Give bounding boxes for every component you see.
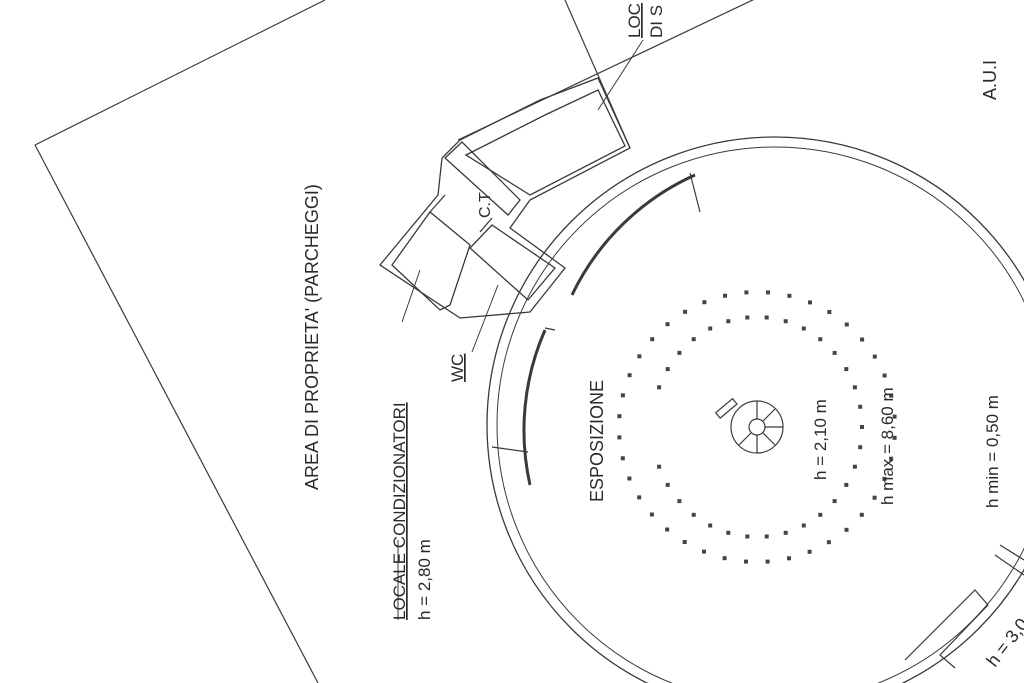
column-marker xyxy=(665,482,670,487)
column-marker xyxy=(872,495,877,500)
spiral-staircase-icon xyxy=(714,397,784,454)
column-marker xyxy=(844,482,849,487)
column-marker xyxy=(826,540,831,545)
exhibition-hall-walls xyxy=(486,136,1024,683)
column-marker xyxy=(859,512,864,517)
column-marker xyxy=(649,512,654,517)
column-marker xyxy=(723,293,727,298)
column-marker xyxy=(691,337,696,342)
loc-top-label: LOC xyxy=(625,3,644,38)
column-marker xyxy=(783,319,788,324)
locale-condizionatori-label: LOCALE CONDIZIONATORI xyxy=(390,402,409,620)
column-marker xyxy=(637,354,642,359)
di-s-top-label: DI S xyxy=(647,5,666,38)
column-marker xyxy=(745,315,750,320)
column-marker xyxy=(683,309,688,314)
column-marker xyxy=(892,414,897,419)
column-marker xyxy=(860,337,865,342)
aui-label: A.U.I xyxy=(980,60,1000,100)
column-marker xyxy=(665,367,670,372)
column-marker xyxy=(702,549,706,554)
column-marker xyxy=(827,310,832,314)
column-marker xyxy=(892,435,897,440)
column-marker xyxy=(818,512,823,517)
column-marker xyxy=(852,385,857,390)
max-height-label: h max = 8,60 m xyxy=(878,387,897,505)
column-marker xyxy=(764,534,769,539)
column-marker xyxy=(745,534,750,539)
column-marker xyxy=(844,527,849,532)
column-marker xyxy=(852,464,857,469)
esposizione-label: ESPOSIZIONE xyxy=(587,380,607,502)
column-marker xyxy=(650,337,655,342)
column-marker xyxy=(808,300,812,305)
column-marker xyxy=(844,322,849,327)
corner-height-label: h = 3,0 xyxy=(982,614,1024,670)
column-marker xyxy=(682,540,687,544)
label-leaders xyxy=(397,39,644,620)
column-marker xyxy=(882,373,887,378)
column-marker xyxy=(787,293,792,298)
column-marker xyxy=(787,556,791,561)
column-marker xyxy=(627,476,632,481)
column-marker xyxy=(691,512,696,517)
column-marker xyxy=(726,530,731,535)
column-marker xyxy=(860,425,864,429)
column-marker xyxy=(627,373,632,378)
column-marker xyxy=(889,456,894,461)
column-marker xyxy=(657,385,662,390)
center-height-label: h = 2,10 m xyxy=(811,399,830,480)
property-boundary xyxy=(34,0,755,683)
column-marker xyxy=(766,290,770,295)
column-marker xyxy=(882,476,887,481)
ct-label: C.T xyxy=(477,192,494,218)
column-marker xyxy=(807,549,812,554)
locale-condizionatori-height: h = 2,80 m xyxy=(415,539,434,620)
column-marker xyxy=(677,499,682,504)
column-marker xyxy=(844,367,849,372)
column-marker xyxy=(858,404,863,409)
column-marker xyxy=(722,556,727,561)
column-marker xyxy=(665,322,670,327)
column-marker xyxy=(702,300,707,305)
column-marker xyxy=(665,527,670,532)
column-marker xyxy=(764,315,769,320)
column-marker xyxy=(801,326,806,331)
column-marker xyxy=(617,435,622,440)
min-height-label: h min = 0,50 m xyxy=(983,395,1002,508)
service-rooms xyxy=(379,77,631,319)
column-marker xyxy=(620,393,625,398)
column-marker xyxy=(744,559,748,564)
column-marker xyxy=(783,530,788,535)
column-markers xyxy=(617,290,897,564)
column-marker xyxy=(726,319,731,324)
column-marker xyxy=(872,354,877,359)
column-marker xyxy=(832,499,837,504)
column-marker xyxy=(617,414,622,419)
wc-label: WC xyxy=(448,354,467,382)
column-marker xyxy=(765,559,770,564)
column-marker xyxy=(801,523,806,528)
column-marker xyxy=(832,350,837,355)
area-parcheggi-label: AREA DI PROPRIETA' (PARCHEGGI) xyxy=(302,184,322,490)
column-marker xyxy=(744,290,749,295)
column-marker xyxy=(620,456,625,461)
column-marker xyxy=(708,523,713,528)
column-marker xyxy=(637,495,642,500)
column-marker xyxy=(889,393,894,398)
column-marker xyxy=(657,464,662,469)
column-marker xyxy=(708,326,713,331)
column-marker xyxy=(818,337,823,342)
column-marker xyxy=(858,445,863,450)
column-marker xyxy=(677,350,682,355)
